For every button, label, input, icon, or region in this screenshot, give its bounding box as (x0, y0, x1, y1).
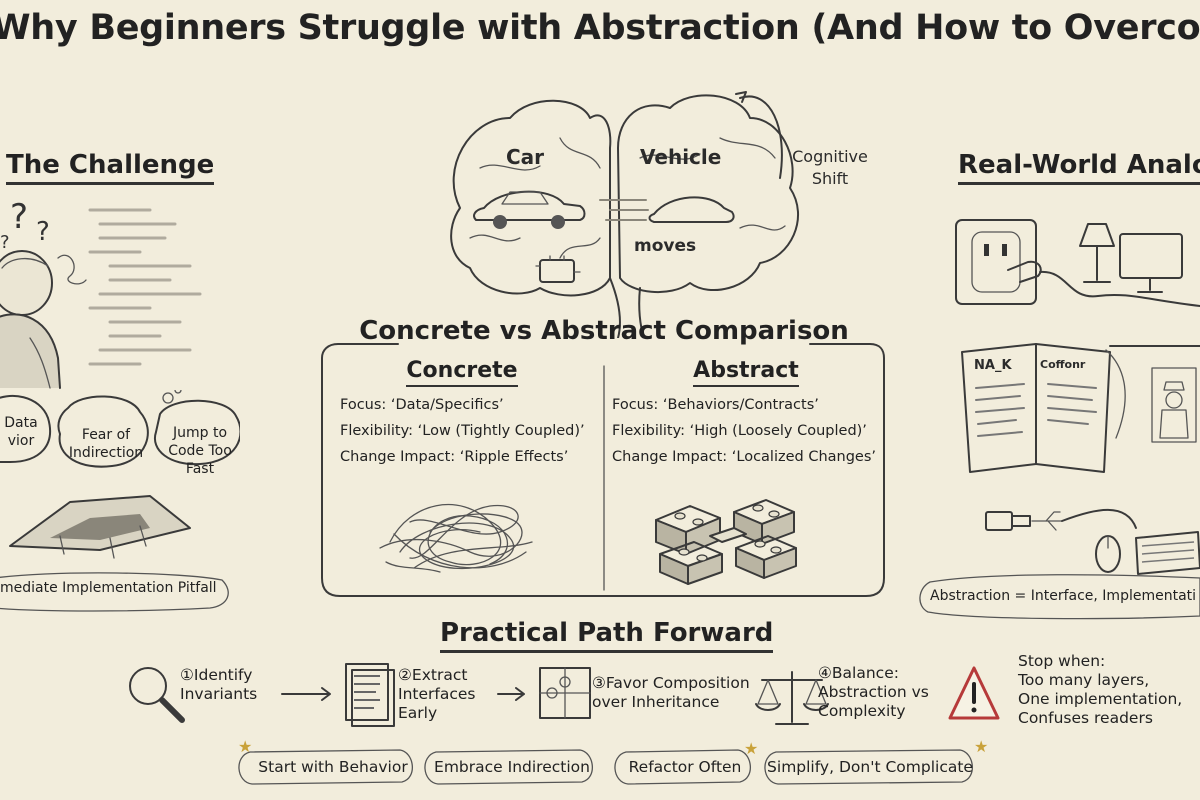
arrow-icon (281, 687, 331, 701)
svg-text:?: ? (0, 232, 10, 253)
pill-embrace-indirection: Embrace Indirection (434, 758, 590, 776)
vehicle-icon (648, 196, 735, 223)
pill-simplify: Simplify, Don't Complicate (767, 758, 973, 776)
puzzle-icon (539, 667, 591, 719)
cognitive-shift-label: Cognitive Shift (792, 147, 868, 188)
path-heading: Practical Path Forward (440, 618, 774, 653)
abstract-heading: Abstract (606, 358, 886, 387)
menu-left-label: NA_K (974, 358, 1012, 373)
pill-shapes: ★ ★ ★ (238, 738, 988, 785)
abstract-change-impact: Change Impact: ‘Localized Changes’ (612, 449, 877, 465)
arrow-icon (497, 687, 525, 701)
challenge-bubble-fear: Fear of Indirection (68, 427, 144, 461)
question-mark-icon: ? (36, 217, 50, 247)
question-mark-icon: ? (10, 197, 28, 237)
pill-refactor-often: Refactor Often (628, 758, 742, 776)
scale-icon (755, 671, 829, 725)
step-2: ②Extract Interfaces Early (398, 666, 476, 722)
lego-blocks-icon (655, 499, 797, 585)
chef-icon (1165, 391, 1183, 409)
brain-right-sub: moves (634, 236, 697, 256)
step-1: ①Identify Invariants (180, 666, 258, 703)
star-icon: ★ (238, 738, 252, 756)
comparison-title: Concrete vs Abstract Comparison (359, 316, 849, 346)
step-3: ③Favor Composition over Inheritance (592, 674, 750, 711)
outlet-devices-illustration (955, 219, 1200, 307)
curtain-icon (1105, 349, 1126, 439)
challenge-bubble-data: Data vior (4, 415, 38, 449)
car-icon (473, 190, 586, 221)
concrete-rows: Focus: ‘Data/Specifics’ Flexibility: ‘Lo… (340, 392, 585, 470)
plug-icon (1007, 260, 1042, 283)
star-icon: ★ (974, 738, 988, 756)
warning-icon (948, 666, 1000, 720)
concrete-focus: Focus: ‘Data/Specifics’ (340, 397, 504, 413)
analogy-summary: Abstraction = Interface, Implementati (930, 588, 1197, 604)
analogy-summary-bubble (919, 574, 1200, 620)
abstract-rows: Focus: ‘Behaviors/Contracts’ Flexibility… (612, 392, 876, 470)
pitfall-caption-bubble (0, 572, 229, 612)
brain-illustration (450, 91, 800, 338)
brain-left-label: Car (506, 145, 545, 169)
analogies-heading: Real-World Analogi (958, 150, 1200, 185)
keyboard-icon (1135, 531, 1200, 575)
comparison-frame (321, 343, 885, 597)
star-icon: ★ (744, 739, 758, 758)
pitfall-caption: mediate Implementation Pitfall (0, 580, 217, 596)
menu-right-label: Coffonr (1040, 358, 1086, 371)
usb-devices-illustration (985, 508, 1200, 575)
tangled-wires-icon (379, 503, 533, 573)
pitfall-hole-illustration (9, 495, 191, 559)
step-4: ④Balance: Abstraction vs Complexity (818, 664, 929, 720)
monitor-icon (1119, 233, 1183, 279)
brain-right-label: Vehicle (640, 145, 722, 169)
challenge-bubbles-shapes (0, 390, 240, 468)
warning-list: Stop when: Too many layers, One implemen… (1018, 652, 1183, 727)
concrete-flexibility: Flexibility: ‘Low (Tightly Coupled)’ (340, 423, 585, 439)
usb-plug-icon (985, 511, 1013, 531)
lamp-icon (1079, 223, 1115, 247)
document-icon (345, 663, 395, 727)
challenge-heading: The Challenge (6, 150, 215, 185)
magnifier-icon (129, 667, 185, 723)
abstract-flexibility: Flexibility: ‘High (Loosely Coupled)’ (612, 423, 867, 439)
pill-start-with-behavior: Start with Behavior (258, 758, 408, 776)
abstract-focus: Focus: ‘Behaviors/Contracts’ (612, 397, 819, 413)
challenge-bubble-jump: Jump to Code Too Fast (168, 425, 232, 477)
engine-icon (539, 259, 575, 283)
confused-person-illustration: ? ? ? (0, 197, 202, 389)
concrete-heading: Concrete (322, 358, 602, 387)
concrete-change-impact: Change Impact: ‘Ripple Effects’ (340, 449, 569, 465)
restaurant-menu-illustration (961, 343, 1200, 473)
page-title: Why Beginners Struggle with Abstraction … (0, 8, 1200, 48)
path-step-icons (129, 663, 1000, 727)
